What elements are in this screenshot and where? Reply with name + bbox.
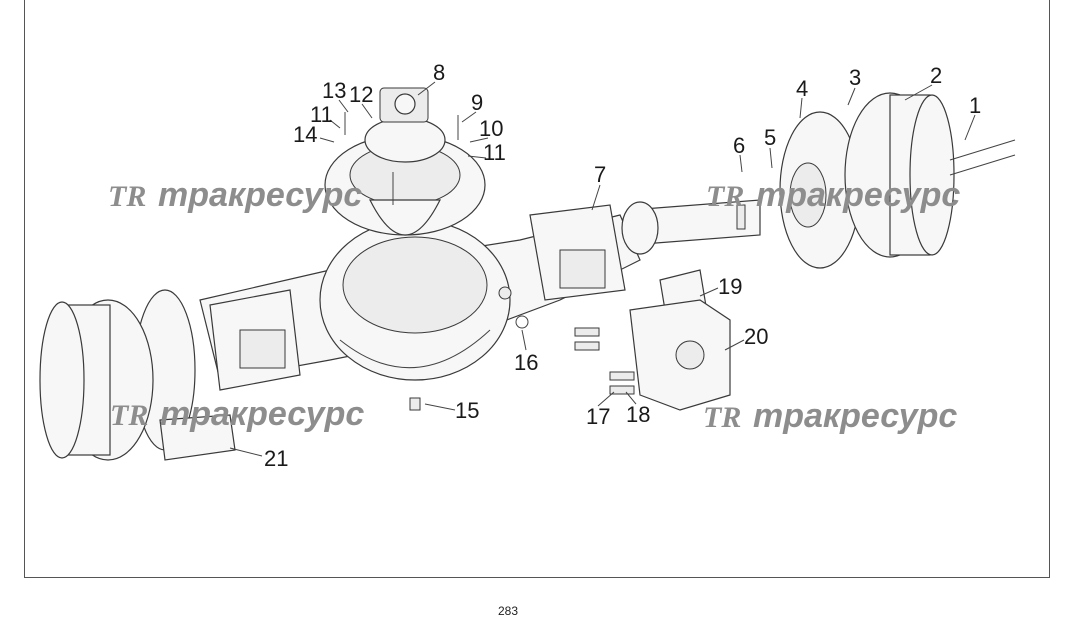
callout-7: 7 [594, 162, 606, 187]
callout-9: 9 [471, 90, 483, 115]
callout-19: 19 [718, 274, 742, 299]
differential [324, 87, 486, 236]
watermark-text: тракресурс [753, 397, 957, 435]
page-number: 283 [498, 604, 519, 618]
watermark-text: тракресурс [158, 176, 362, 214]
callout-11b: 11 [483, 140, 506, 165]
callout-3: 3 [849, 65, 861, 90]
leader-lines [229, 81, 976, 457]
callout-4: 4 [796, 76, 808, 101]
watermark-logo: TR [703, 401, 741, 434]
callout-20: 20 [744, 324, 768, 349]
watermark-top-left: TR тракресурс [108, 176, 362, 214]
watermark-bottom-left: TR тракресурс [110, 395, 364, 433]
callout-16: 16 [514, 350, 538, 375]
drawing-frame [24, 0, 1050, 578]
watermark-top-right: TR тракресурс [706, 176, 960, 214]
callouts: 1 2 3 4 5 6 7 8 9 10 11 11 12 13 14 15 1… [264, 60, 981, 471]
callout-15: 15 [455, 398, 479, 423]
watermark-text: тракресурс [160, 395, 364, 433]
axle-housing [199, 204, 641, 391]
callout-8: 8 [433, 60, 445, 85]
callout-2: 2 [930, 63, 942, 88]
side-bracket [629, 269, 731, 411]
watermark-logo: TR [110, 399, 148, 432]
right-hub-assembly [621, 92, 1016, 269]
watermark-logo: TR [108, 180, 146, 213]
callout-11a: 11 [310, 102, 333, 127]
callout-5: 5 [764, 125, 776, 150]
callout-17: 17 [586, 404, 610, 429]
callout-18: 18 [626, 402, 650, 427]
left-hub-assembly [39, 289, 236, 461]
callout-13: 13 [322, 78, 346, 103]
watermark-text: тракресурс [756, 176, 960, 214]
callout-14: 14 [293, 122, 317, 147]
watermark-bottom-right: TR тракресурс [703, 397, 957, 435]
callout-21: 21 [264, 446, 288, 471]
callout-12: 12 [349, 82, 373, 107]
callout-10: 10 [479, 116, 503, 141]
callout-1: 1 [969, 93, 981, 118]
watermark-logo: TR [706, 180, 744, 213]
small-parts [409, 286, 635, 411]
callout-6: 6 [733, 133, 745, 158]
